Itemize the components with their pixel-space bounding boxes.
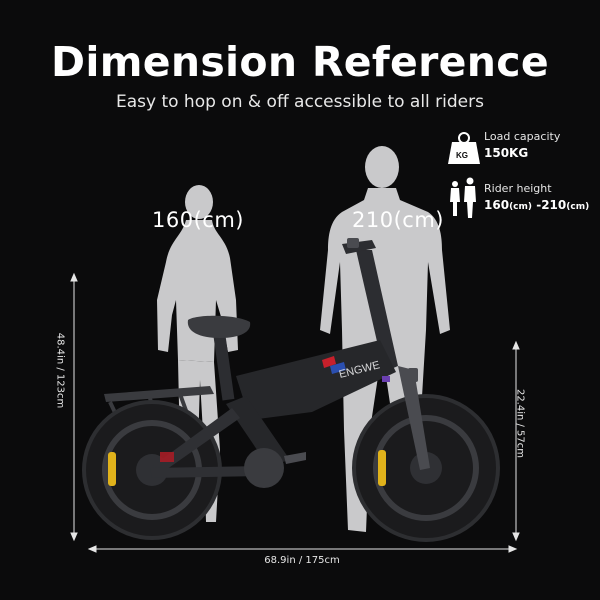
load-capacity-value: 150KG (484, 146, 529, 160)
dimension-lines (70, 272, 520, 553)
page-title: Dimension Reference (51, 38, 549, 86)
rider-height-icon (450, 177, 476, 218)
rider-height-label: Rider height (484, 182, 552, 195)
load-capacity-label: Load capacity (484, 130, 561, 143)
rider-height-min: 160 (484, 198, 510, 212)
rider-height-max: 210 (541, 198, 567, 212)
rider-210-height-label: 210(cm) (352, 208, 444, 232)
rider-height-max-unit: (cm) (566, 202, 590, 212)
rider-160-height-label: 160(cm) (152, 208, 244, 232)
overall-length-dimension: 68.9in / 175cm (264, 555, 340, 566)
seat-height-dimension: 22.4in / 57cm (514, 388, 526, 459)
rider-height-separator: - (532, 198, 542, 212)
page-subtitle: Easy to hop on & off accessible to all r… (115, 92, 484, 112)
weight-icon-text: KG (456, 151, 468, 160)
rider-height-value: 160(cm) -210(cm) (484, 198, 589, 212)
weight-icon: KG (448, 132, 480, 164)
ebike: ENGWE (82, 238, 500, 542)
overall-height-dimension: 48.4in / 123cm (54, 332, 66, 409)
rider-height-min-unit: (cm) (509, 202, 533, 212)
